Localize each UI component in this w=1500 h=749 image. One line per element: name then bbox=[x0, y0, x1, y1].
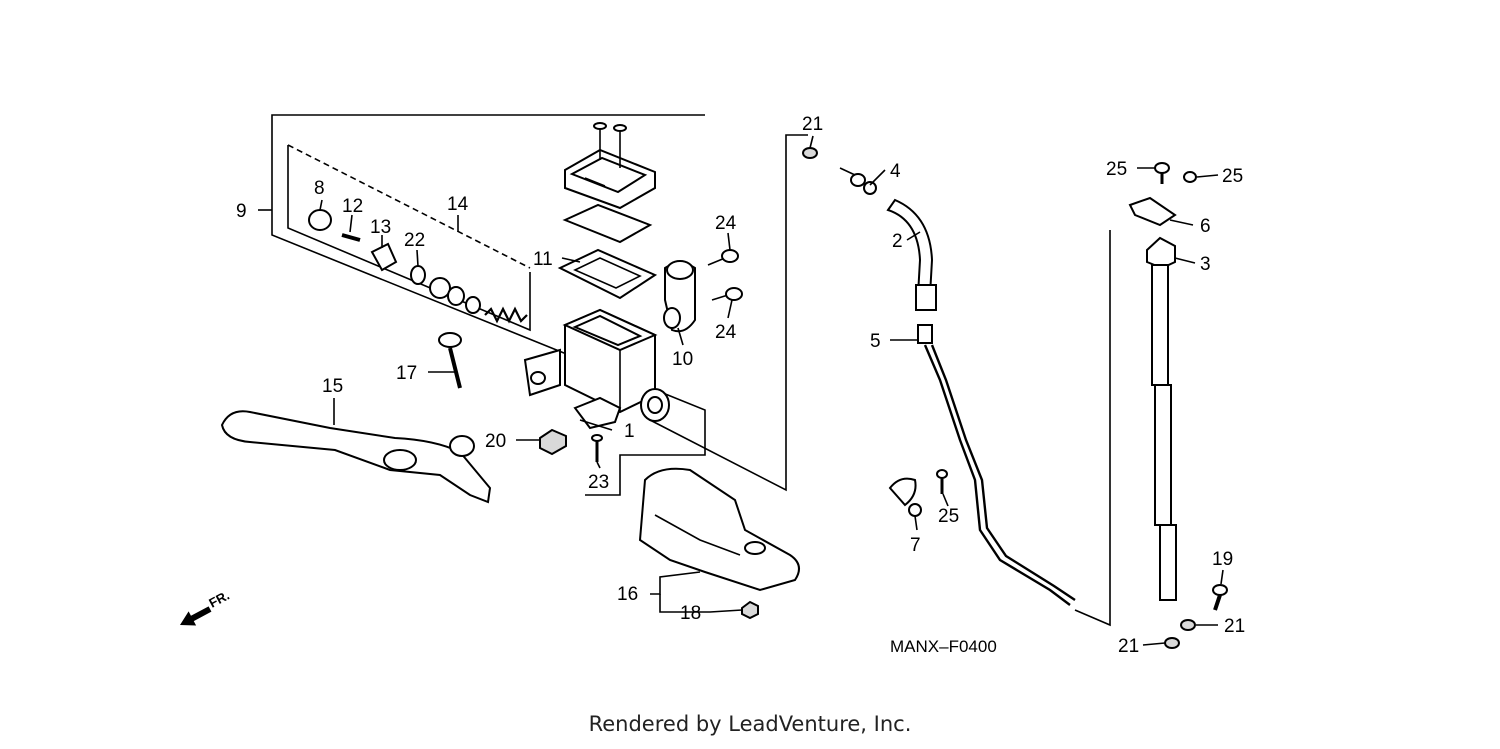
callout-3: 3 bbox=[1200, 254, 1211, 275]
callout-25-right: 25 bbox=[1222, 166, 1243, 187]
callout-5: 5 bbox=[870, 331, 881, 352]
callout-25-clamp: 25 bbox=[938, 506, 959, 527]
callout-1: 1 bbox=[624, 421, 635, 442]
reservoir-cap bbox=[564, 148, 656, 210]
lower-hose-3 bbox=[1146, 236, 1177, 601]
holder-bolt-bottom bbox=[711, 287, 743, 301]
callout-22: 22 bbox=[404, 230, 425, 251]
washer-21-right bbox=[1180, 619, 1196, 631]
callout-11: 11 bbox=[533, 249, 553, 270]
holder-bolt-top bbox=[707, 249, 739, 266]
pipe-bracket-line bbox=[1074, 230, 1111, 627]
front-arrow-icon bbox=[180, 606, 212, 626]
nut-18 bbox=[741, 600, 759, 620]
callout-12: 12 bbox=[342, 196, 363, 217]
callout-15: 15 bbox=[322, 376, 343, 397]
callout-4: 4 bbox=[890, 161, 901, 182]
bolt-25-clamp bbox=[936, 469, 948, 494]
brake-light-switch bbox=[573, 396, 622, 430]
brake-hose-2 bbox=[886, 198, 937, 311]
piston-14 bbox=[429, 277, 481, 314]
callout-6: 6 bbox=[1200, 216, 1211, 237]
diaphragm-plate bbox=[562, 203, 653, 244]
nut-20 bbox=[539, 428, 567, 456]
callout-7: 7 bbox=[910, 535, 921, 556]
callout-21-right: 21 bbox=[1224, 616, 1245, 637]
callout-25-left: 25 bbox=[1106, 159, 1127, 180]
assembly-9-bracket bbox=[271, 114, 706, 496]
callout-13: 13 bbox=[370, 217, 391, 238]
circlip-22 bbox=[410, 265, 426, 285]
callout-10: 10 bbox=[672, 349, 693, 370]
bolt-25-right bbox=[1183, 171, 1197, 183]
knuckle-guard-16 bbox=[638, 467, 800, 592]
callout-14: 14 bbox=[447, 194, 469, 215]
callout-23: 23 bbox=[588, 472, 609, 493]
screw-23 bbox=[591, 434, 603, 462]
assembly-14-bracket bbox=[287, 145, 531, 332]
boot-8 bbox=[308, 209, 332, 231]
lever-holder bbox=[663, 260, 696, 333]
callout-8: 8 bbox=[314, 178, 325, 199]
bolt-4 bbox=[839, 167, 877, 195]
callout-21-top: 21 bbox=[802, 114, 823, 135]
assembly-14-top bbox=[287, 144, 531, 269]
pipe-clamp-7 bbox=[888, 477, 922, 517]
callout-24-bottom: 24 bbox=[715, 322, 737, 343]
hose-bracket-line bbox=[649, 134, 808, 492]
screw-top-left bbox=[593, 122, 607, 160]
washer-21-top bbox=[802, 147, 818, 159]
diagram-code: MANX–F0400 bbox=[890, 637, 997, 656]
callout-21-bottom: 21 bbox=[1118, 636, 1139, 657]
brake-pipe bbox=[923, 344, 1071, 606]
callout-9: 9 bbox=[236, 201, 247, 222]
spring bbox=[484, 306, 528, 324]
joint-5 bbox=[917, 324, 933, 344]
front-direction-label: FR. bbox=[206, 588, 232, 611]
callout-16: 16 bbox=[617, 584, 638, 605]
pivot-bolt-17 bbox=[438, 332, 462, 389]
pushrod-12 bbox=[341, 233, 361, 242]
callout-18: 18 bbox=[680, 603, 701, 624]
brake-lever-15 bbox=[220, 410, 492, 504]
master-cylinder-body bbox=[523, 308, 670, 422]
footer-credit: Rendered by LeadVenture, Inc. bbox=[588, 712, 912, 736]
screw-top-right bbox=[613, 124, 627, 168]
callout-17: 17 bbox=[396, 363, 417, 384]
diaphragm bbox=[557, 248, 658, 300]
leader-lines bbox=[319, 135, 1224, 646]
banjo-bolt-19 bbox=[1212, 584, 1228, 611]
boot-13 bbox=[370, 242, 398, 272]
callout-2: 2 bbox=[892, 231, 903, 252]
callout-20: 20 bbox=[485, 431, 506, 452]
bracket-6 bbox=[1128, 196, 1177, 227]
callout-24-top: 24 bbox=[715, 213, 737, 234]
bolt-25-left bbox=[1154, 162, 1170, 184]
callout-19: 19 bbox=[1212, 549, 1233, 570]
washer-21-bottom bbox=[1164, 637, 1180, 649]
